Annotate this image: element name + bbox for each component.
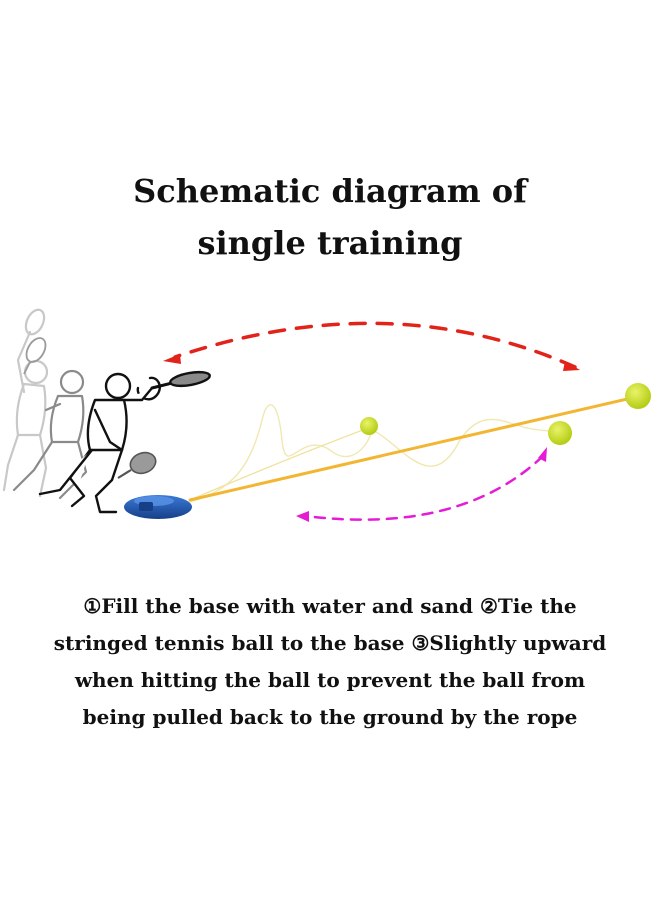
rope-to-small-ball: [189, 427, 369, 501]
tennis-ball-small: [360, 417, 378, 435]
caption-line-4: being pulled back to the ground by the r…: [82, 705, 578, 729]
caption-line-2: stringed tennis ball to the base ③Slight…: [53, 631, 607, 655]
tennis-ball-medium: [548, 421, 572, 445]
red-dashed-arrow: [163, 321, 580, 371]
title-line-1: Schematic diagram of: [133, 172, 527, 210]
instructions-caption: ①Fill the base with water and sand ②Tie …: [10, 588, 650, 736]
tennis-string: [189, 404, 556, 503]
tennis-player: [38, 370, 211, 514]
racket-ghost-top: [23, 337, 47, 375]
racket-ghost: [117, 451, 157, 479]
magenta-dashed-arrow: [296, 447, 547, 522]
caption-line-3: when hitting the ball to prevent the bal…: [74, 668, 586, 692]
player-ghost-far: [2, 308, 49, 498]
player-ghost-mid: [12, 369, 88, 500]
rope: [188, 395, 638, 502]
title-line-2: single training: [197, 224, 463, 262]
caption-line-1: ①Fill the base with water and sand ②Tie …: [83, 594, 577, 618]
tennis-ball-large: [625, 383, 651, 409]
trainer-base: [124, 495, 192, 519]
diagram-title: Schematic diagram of single training: [0, 165, 660, 269]
training-schematic: [2, 308, 651, 522]
